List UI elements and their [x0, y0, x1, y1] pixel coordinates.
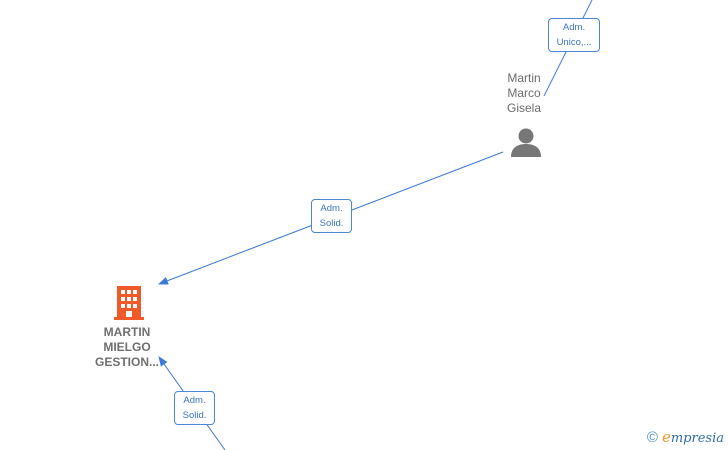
- company-node-label[interactable]: MARTIN MIELGO GESTION...: [86, 325, 168, 370]
- person-name-line-1: Martin: [507, 71, 541, 85]
- edge-label-top-line-1: Adm.: [562, 22, 586, 33]
- edge-label-bottom-line-2: Solid.: [182, 410, 207, 421]
- edge-label-middle-line-1: Adm.: [320, 203, 343, 214]
- person-node-label[interactable]: Martin Marco Gisela: [494, 71, 554, 116]
- company-name-line-2: MIELGO: [103, 340, 151, 354]
- person-name-line-3: Gisela: [506, 101, 541, 115]
- company-name-line-3: GESTION...: [94, 355, 159, 369]
- person-name-line-2: Marco: [507, 86, 541, 100]
- company-name-line-1: MARTIN: [103, 325, 151, 339]
- edge-label-top-line-2: Unico,...: [556, 37, 592, 48]
- edge-label-middle-line-2: Solid.: [319, 218, 344, 229]
- building-icon[interactable]: [114, 286, 144, 320]
- logo-initial: e: [661, 428, 671, 446]
- edge-label-bottom[interactable]: Adm. Solid.: [174, 391, 215, 425]
- edge-label-bottom-line-1: Adm.: [183, 395, 206, 406]
- copyright-icon: ©: [646, 428, 658, 446]
- person-icon[interactable]: [510, 127, 542, 157]
- empresia-logo: empresia: [662, 428, 724, 446]
- brand-watermark: © empresia: [647, 428, 724, 446]
- logo-rest: mpresia: [670, 431, 724, 446]
- edge-label-middle[interactable]: Adm. Solid.: [311, 199, 352, 233]
- edge-label-top[interactable]: Adm. Unico,...: [548, 18, 600, 52]
